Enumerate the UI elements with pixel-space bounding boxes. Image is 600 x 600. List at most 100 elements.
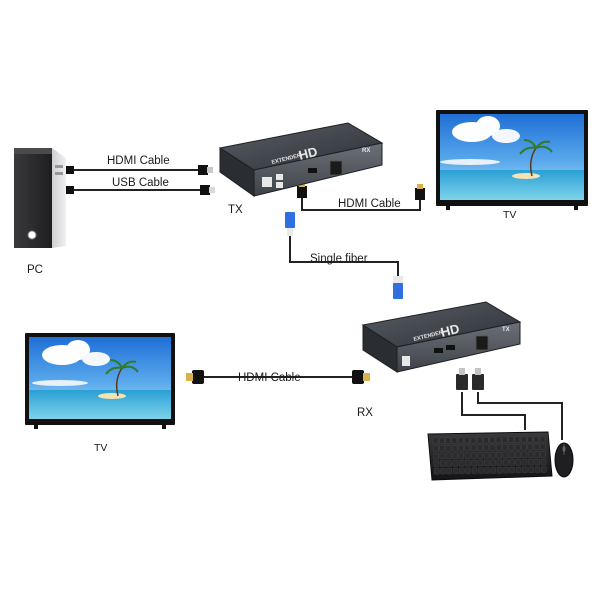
keyboard-key — [527, 443, 533, 451]
keyboard-key — [470, 437, 476, 444]
keyboard-key — [515, 459, 521, 466]
keyboard-key — [483, 452, 490, 459]
tv-bottom-label: TV — [94, 442, 107, 454]
keyboard-key — [515, 444, 521, 451]
keyboard-key — [464, 444, 470, 452]
keyboard-key — [509, 459, 515, 466]
keyboard-key — [433, 460, 440, 467]
keyboard-key — [445, 437, 451, 444]
keyboard-key — [477, 444, 483, 451]
hdmi-cable-label-rx-tv: HDMI Cable — [238, 372, 301, 384]
keyboard-key — [539, 436, 546, 443]
keyboard-key — [451, 437, 458, 444]
keyboard-key — [433, 445, 439, 452]
keyboard-key — [459, 467, 465, 475]
keyboard-key — [465, 460, 471, 467]
usb-cable-label-pc-tx: USB Cable — [112, 177, 169, 189]
keyboard-key — [527, 451, 534, 458]
keyboard-key — [445, 445, 452, 452]
keyboard-key — [502, 444, 508, 451]
keyboard-key — [490, 452, 496, 459]
keyboard-key — [452, 460, 458, 467]
keyboard-key — [471, 452, 477, 459]
mouse — [554, 442, 574, 478]
keyboard-key — [483, 444, 489, 451]
keyboard-key — [439, 445, 445, 452]
keyboard-key — [477, 459, 484, 467]
keyboard-key — [476, 437, 483, 444]
keyboard-key — [496, 444, 502, 451]
tx-port-usb — [262, 177, 272, 187]
rx-label: RX — [357, 407, 373, 419]
keyboard-key — [534, 459, 540, 466]
keyboard-key — [464, 437, 470, 444]
keyboard-key — [508, 436, 514, 443]
keyboard-key — [440, 468, 446, 475]
keyboard-key — [527, 436, 533, 443]
tx-port-fiber — [329, 160, 343, 176]
keyboard-key — [497, 467, 503, 474]
keyboard-key — [540, 458, 547, 466]
keyboard-key — [446, 468, 452, 475]
keyboard-key — [452, 467, 459, 475]
keyboard-key — [484, 459, 490, 467]
tv-top — [436, 110, 588, 210]
keyboard-key — [458, 460, 465, 467]
keyboard-key — [503, 459, 509, 466]
keyboard-key — [483, 437, 489, 444]
keyboard-key — [446, 452, 452, 460]
tx-extender: HD EXTENDER RX — [218, 122, 384, 197]
keyboard-key — [508, 444, 515, 451]
tx-label: TX — [228, 204, 243, 216]
keyboard-key — [496, 452, 502, 459]
cable-hdmi-rx-tv — [186, 370, 370, 384]
tv-bottom — [25, 333, 175, 429]
keyboard-key — [533, 436, 539, 443]
hdmi-cable-label-pc-tx: HDMI Cable — [107, 155, 170, 167]
keyboard-key — [534, 466, 541, 473]
keyboard-key — [540, 451, 546, 458]
single-fiber-label: Single fiber — [310, 253, 368, 265]
keyboard-key — [484, 467, 490, 474]
pc-label: PC — [27, 264, 43, 276]
keyboard-key — [541, 466, 547, 473]
keyboard-key — [439, 437, 445, 444]
keyboard-key — [458, 437, 464, 444]
tv-top-label: TV — [503, 209, 516, 221]
tx-logo-big: HD — [297, 144, 319, 163]
keyboard-key — [503, 467, 509, 474]
keyboard-key — [521, 459, 528, 466]
keyboard-key — [509, 451, 515, 459]
keyboard-key — [478, 467, 484, 474]
keyboard-key — [452, 452, 458, 459]
keyboard-key — [465, 467, 471, 474]
keyboard-key — [477, 452, 483, 459]
cable-single-fiber — [285, 212, 403, 299]
rx-logo-big: HD — [439, 321, 461, 340]
keyboard-key — [446, 460, 452, 467]
keyboard-key — [528, 466, 534, 473]
keyboard-key — [471, 460, 477, 467]
keyboard-key — [534, 451, 540, 458]
keyboard-key — [502, 451, 509, 459]
cable-usb-rx-mouse — [472, 368, 563, 440]
keyboard-key — [509, 467, 515, 474]
keyboard-key — [440, 460, 446, 467]
keyboard-key — [522, 466, 528, 474]
keyboard-key — [514, 436, 521, 443]
keyboard-key — [528, 459, 534, 466]
keyboard-key — [540, 443, 546, 450]
keyboard-key — [452, 445, 458, 452]
keyboard-key — [490, 459, 496, 466]
keyboard-key — [533, 443, 540, 451]
keyboard-key — [496, 459, 503, 466]
rx-port-tag: TX — [502, 327, 510, 333]
keyboard-key — [521, 444, 527, 451]
keyboard-key — [432, 437, 439, 445]
pc-tower — [14, 148, 66, 248]
tx-port-tag: RX — [362, 148, 370, 154]
keyboard — [427, 431, 553, 481]
keyboard-key — [521, 436, 527, 443]
keyboard-key — [515, 466, 522, 474]
tx-port-hdmi — [308, 168, 317, 173]
